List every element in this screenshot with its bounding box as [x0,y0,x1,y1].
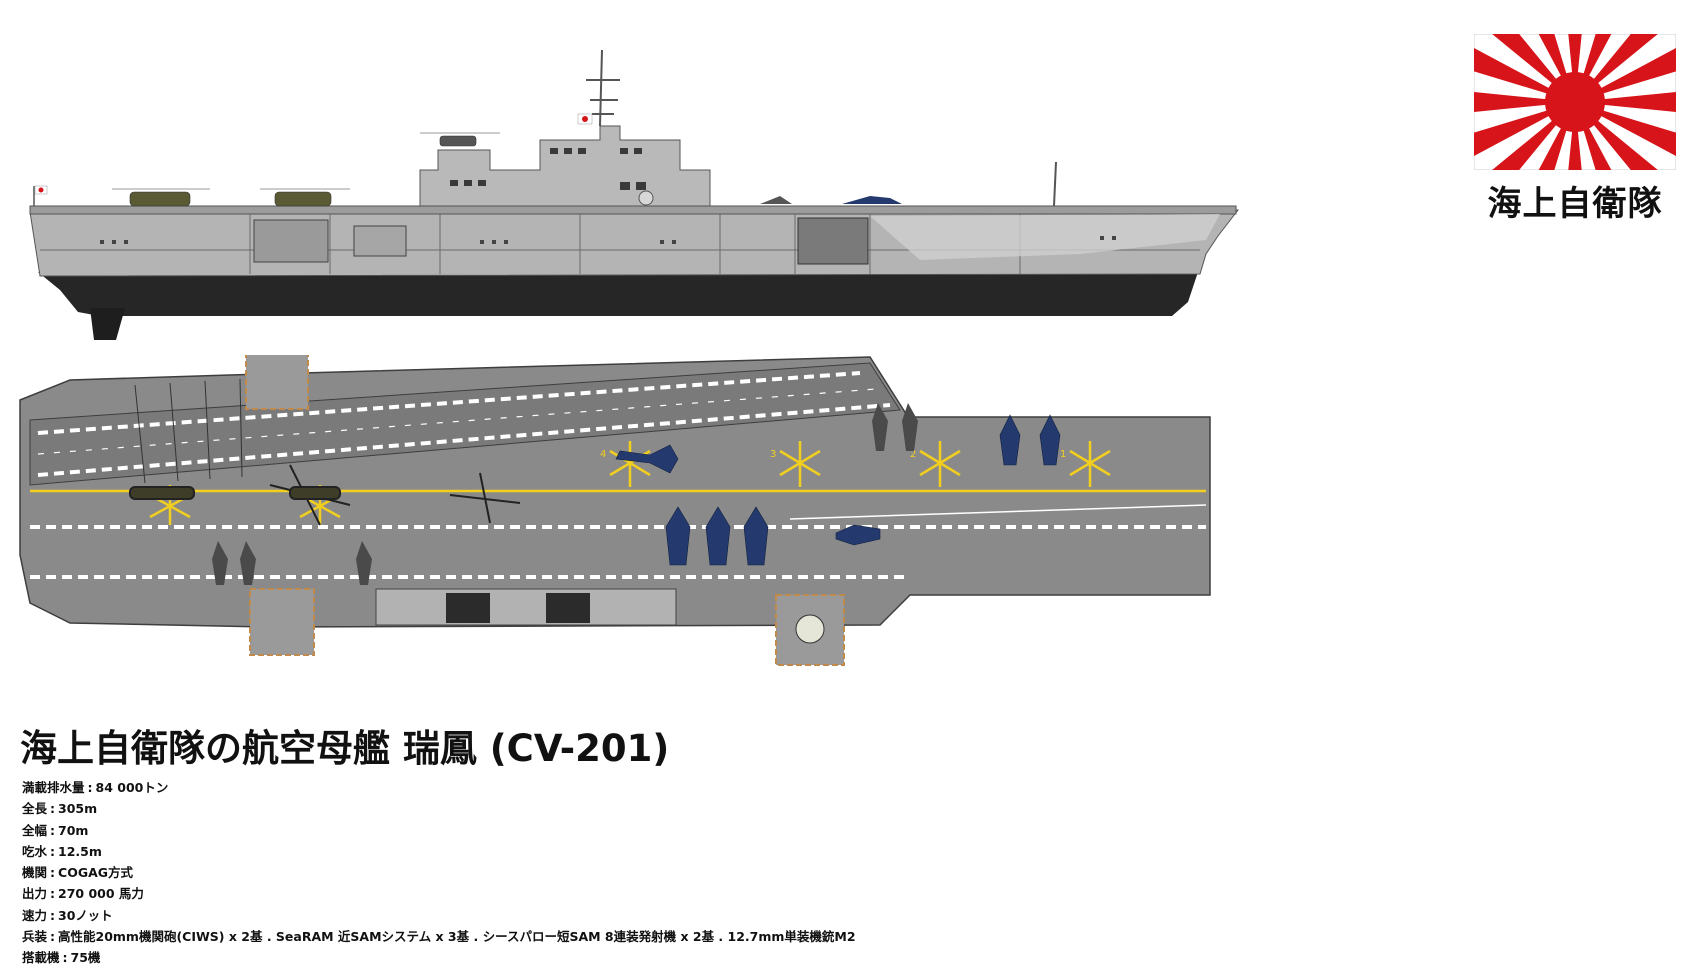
landing-spot-label: 4 [600,449,606,460]
spec-value: 70m [58,822,89,838]
flag-ray [1568,102,1582,170]
main-mast [586,49,620,127]
spec-row: 搭載機:75機 [22,947,1122,968]
spec-row: 機関:COGAG方式 [22,862,1122,883]
landing-spot-label: 1 [1060,449,1066,460]
landing-spot-label: 3 [770,449,776,460]
flag-sun-disc [1545,72,1605,132]
spec-separator: : [87,780,93,795]
helicopter-icon [112,188,210,207]
spec-value: 高性能20mm機関砲(CIWS) x 2基 . SeaRAM 近SAMシステム … [58,929,856,945]
mast-ensign-icon [577,113,593,125]
angled-deck-centerline [37,388,877,455]
spec-value: 75機 [70,950,101,966]
radar-dome [638,190,654,206]
spec-label: 全長 [22,801,48,817]
spec-label: 機関 [22,865,48,881]
stern-ensign-icon [33,185,48,206]
angled-deck-markings [37,371,891,477]
spec-label: 速力 [22,907,48,923]
hull-lower [38,272,1198,316]
rising-sun-flag-icon [1474,34,1676,170]
island-footprint [375,588,677,626]
bow-runway-line [789,504,1207,520]
jmsdf-emblem-label: 海上自衛隊 [1487,184,1663,224]
helicopter-icon [129,464,521,526]
spec-value: 84 000トン [95,780,169,795]
elevator-opening [797,217,869,265]
spec-label: 満載排水量 [22,780,85,795]
arrester-wires [134,378,243,484]
spec-separator: : [50,929,56,945]
flag-ray [1474,92,1575,112]
fighter-jet-icon [842,196,902,204]
angled-landing-deck [29,362,901,486]
spec-value: 305m [58,801,98,817]
spec-value: COGAG方式 [58,865,134,881]
spec-separator: : [50,843,56,859]
fighter-jet-icon [760,196,792,204]
funnel-aft [446,593,490,623]
spec-row: 全幅:70m [22,820,1122,841]
flight-deck-edge [29,205,1237,215]
spec-separator: : [50,801,56,817]
spec-separator: : [62,950,68,966]
bow-camouflage [870,214,1220,260]
page-title: 海上自衛隊の航空母艦 瑞鳳 (CV-201) [20,727,670,770]
spec-row: 満載排水量:84 000トン [22,777,1122,798]
island-windows [450,148,646,190]
spec-row: 出力:270 000 馬力 [22,883,1122,904]
ship-side-view [29,49,1240,340]
flag-ray [1575,92,1676,112]
rudder [90,308,125,340]
spec-label: 吃水 [22,843,48,859]
spec-separator: : [50,865,56,881]
spec-label: 出力 [22,886,48,902]
spec-row: 吃水:12.5m [22,841,1122,862]
spec-value: 12.5m [58,843,102,859]
hangar-opening-aft [253,219,329,263]
spec-row: 兵装:高性能20mm機関砲(CIWS) x 2基 . SeaRAM 近SAMシス… [22,926,1122,947]
spec-label: 兵装 [22,929,48,945]
landing-spot-label: 2 [910,449,916,460]
helicopter-icon [260,188,350,207]
spec-label: 全幅 [22,822,48,838]
spec-separator: : [50,907,56,923]
fighter-jet-icon [212,403,918,585]
aft-elevator [245,355,309,410]
spec-label: 搭載機 [22,950,60,966]
radar-rotodome [795,614,825,644]
helicopter-icon [420,132,500,147]
spec-value: 270 000 馬力 [58,886,144,902]
deck-edge-markings [30,525,1206,579]
spec-row: 全長:305m [22,798,1122,819]
portholes [100,236,1116,244]
flag-ray [1568,34,1582,102]
spec-separator: : [50,886,56,902]
spec-row: 速力:30ノット [22,905,1122,926]
forward-mast [1053,161,1057,207]
ship-top-view: 4 3 2 1 [19,355,1211,666]
fighter-jet-icon [615,414,1061,566]
spec-separator: : [50,822,56,838]
funnel-fwd [546,593,590,623]
hangar-opening-mid [353,225,407,257]
port-elevator [249,588,315,656]
spec-value: 30ノット [58,907,113,923]
